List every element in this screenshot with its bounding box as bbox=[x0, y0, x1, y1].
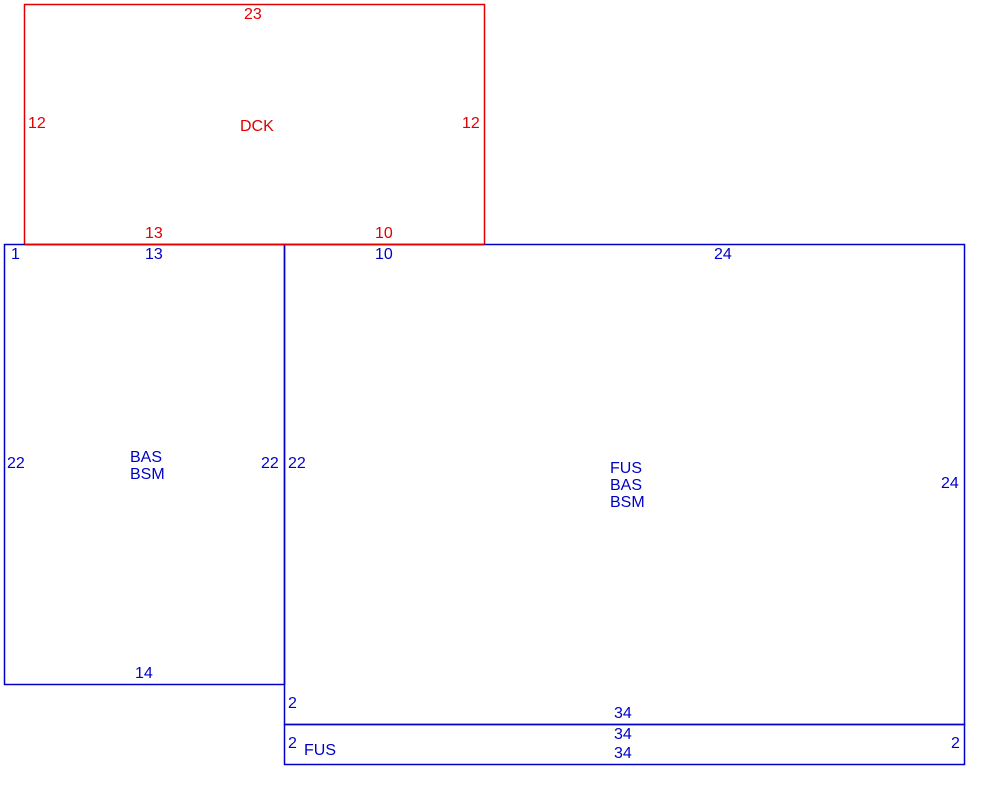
strip-right-dimension: 2 bbox=[951, 735, 960, 752]
main-right-dimension: 24 bbox=[941, 475, 959, 492]
main-left-dimension: 22 bbox=[288, 455, 306, 472]
basement-left-corner-number: 1 bbox=[11, 246, 20, 263]
deck-right-dimension: 12 bbox=[462, 115, 480, 132]
strip-left-dimension: 2 bbox=[288, 735, 297, 752]
deck-left-dimension: 12 bbox=[28, 115, 46, 132]
strip-top-dimension: 34 bbox=[614, 726, 632, 743]
main-code-fus: FUS bbox=[610, 460, 642, 477]
basement-left-left-dimension: 22 bbox=[7, 455, 25, 472]
main-top-right-dimension: 24 bbox=[714, 246, 732, 263]
basement-left-area-codes: BAS BSM bbox=[130, 449, 165, 483]
basement-left-code-bsm: BSM bbox=[130, 466, 165, 483]
strip-area-code: FUS bbox=[304, 742, 336, 759]
basement-left-code-bas: BAS bbox=[130, 449, 163, 466]
main-bottom-left-dimension: 2 bbox=[288, 695, 297, 712]
basement-left-top-dimension: 13 bbox=[145, 246, 163, 263]
deck-area-code: DCK bbox=[240, 118, 274, 135]
main-top-left-dimension: 10 bbox=[375, 246, 393, 263]
deck-top-dimension: 23 bbox=[244, 6, 262, 23]
deck-bottom-right-dimension: 10 bbox=[375, 225, 393, 242]
basement-left-right-dimension: 22 bbox=[261, 455, 279, 472]
main-area-codes: FUS BAS BSM bbox=[610, 460, 645, 511]
main-code-bsm: BSM bbox=[610, 494, 645, 511]
deck-bottom-left-dimension: 13 bbox=[145, 225, 163, 242]
basement-left-bottom-dimension: 14 bbox=[135, 665, 153, 682]
main-code-bas: BAS bbox=[610, 477, 643, 494]
main-bottom-dimension: 34 bbox=[614, 705, 632, 722]
fus-strip-outline bbox=[283, 723, 966, 766]
strip-bottom-dimension: 34 bbox=[614, 745, 632, 762]
